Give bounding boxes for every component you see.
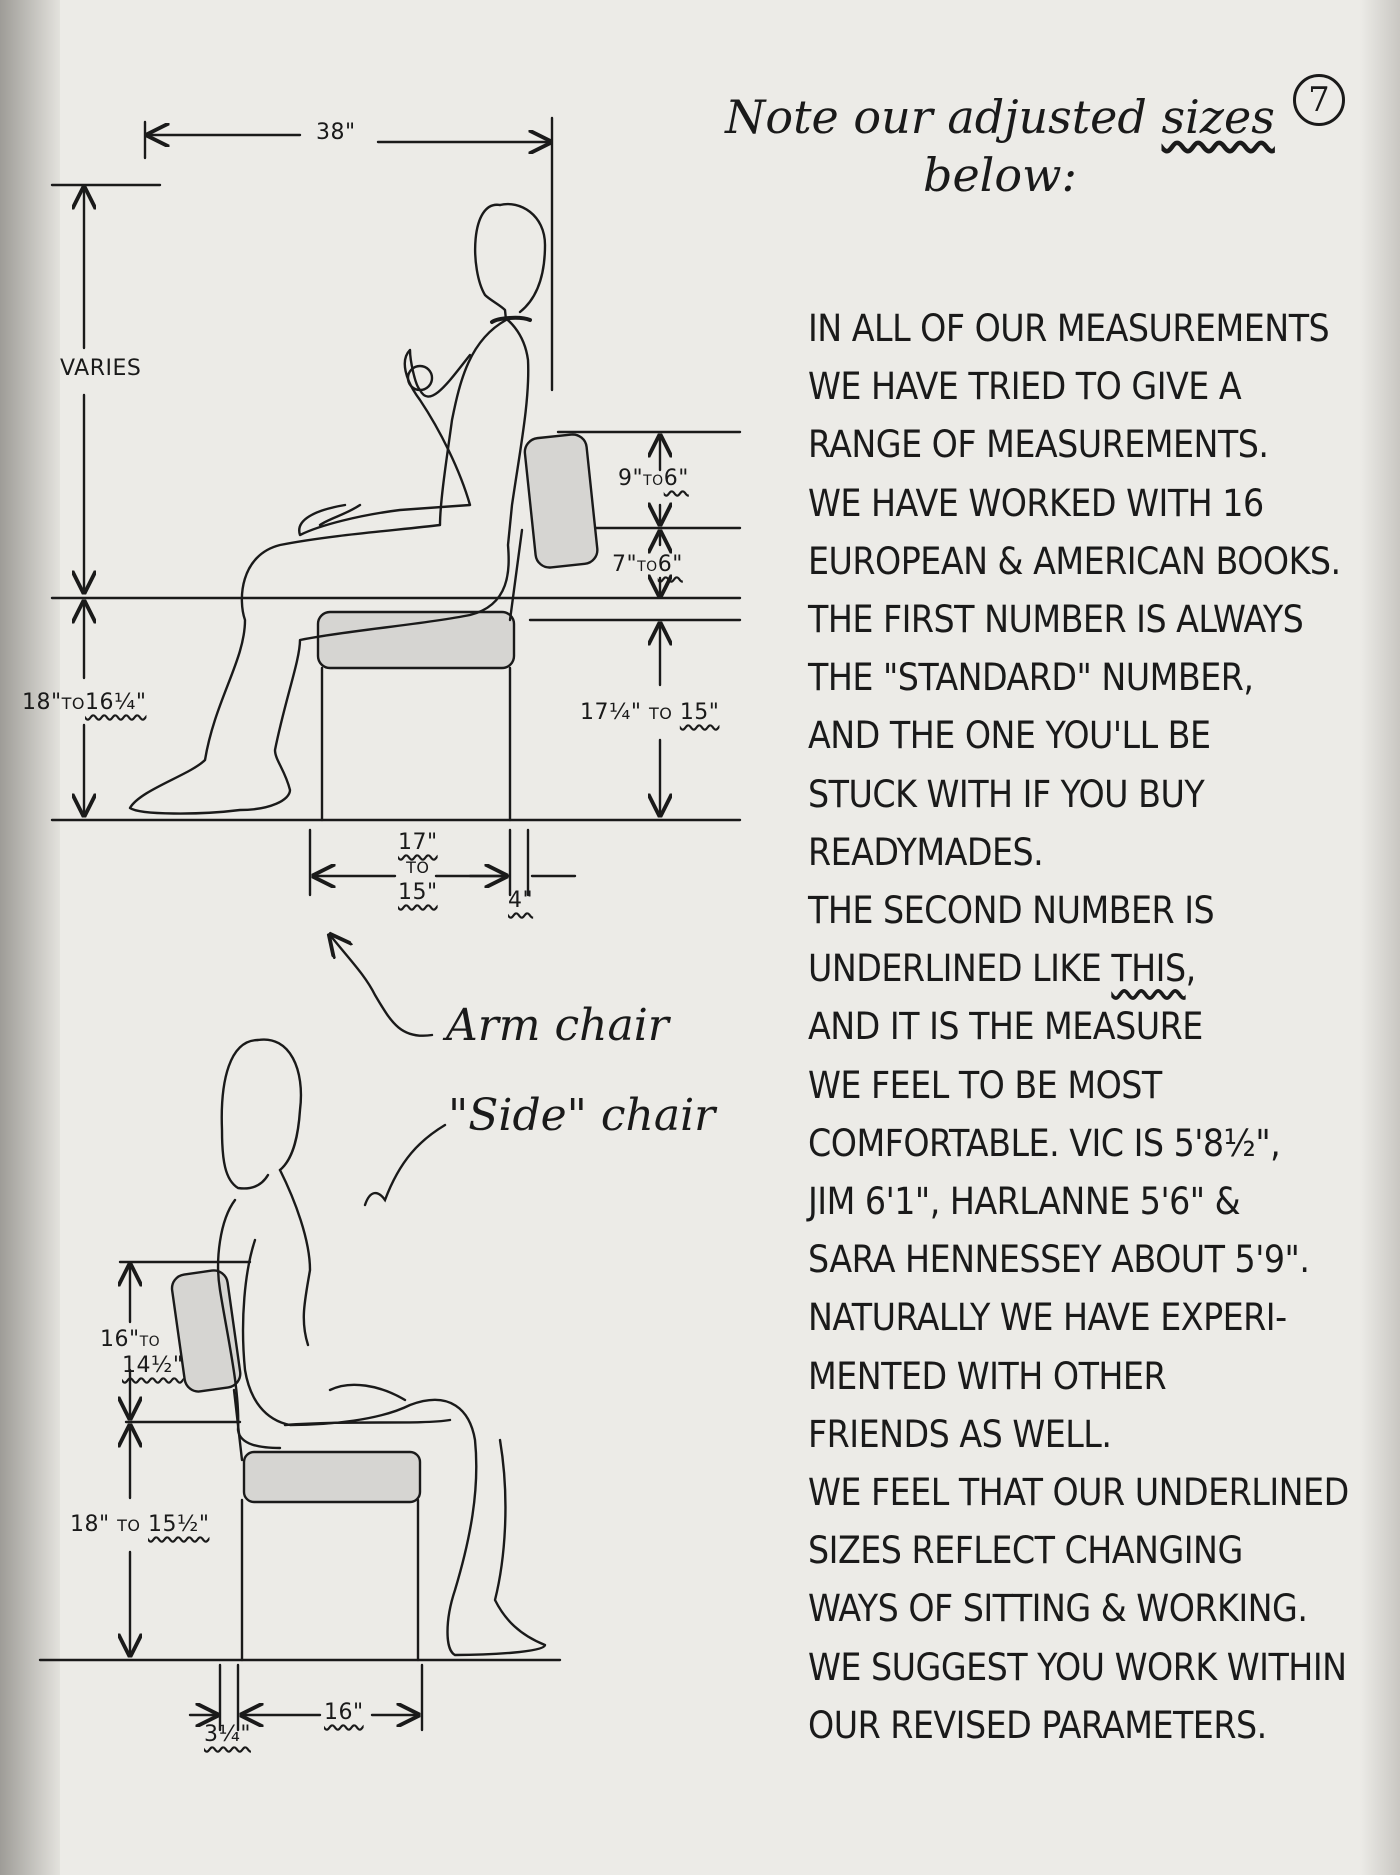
standard-value: 7": [612, 552, 638, 577]
body-line: OUR REVISED PARAMETERS.: [808, 1703, 1267, 1747]
heading-line-2: below:: [923, 148, 1077, 202]
to-word: TO: [117, 1516, 141, 1535]
standard-value: 16": [100, 1327, 140, 1352]
body-line: WE FEEL THAT OUR UNDERLINED: [808, 1471, 1349, 1515]
body-line: IN ALL of OUR MEASUREMENTS: [808, 307, 1330, 350]
body-text: IN ALL of OUR MEASUREMENTS WE HAVE TRIED …: [808, 300, 1368, 1755]
arm-chair-width-label: 38": [316, 120, 356, 145]
body-line: WAYS of SITTING & WORKING.: [808, 1587, 1308, 1631]
arm-chair-back-upper: 9"TO6": [618, 466, 689, 491]
side-chair-seat-depth: 16": [324, 1700, 364, 1725]
standard-value: 17": [398, 830, 438, 855]
adjusted-value: 6": [657, 552, 683, 577]
standard-value: 18": [22, 690, 62, 715]
body-line: WE HAVE TRIED TO GIVE A: [808, 365, 1242, 409]
heading-line-1: Note our adjusted sizes: [725, 90, 1275, 144]
page-shadow-right: [1360, 0, 1400, 1875]
body-line: SARA HENNESSEY ABOUT 5'9".: [808, 1238, 1310, 1282]
heading-underlined-word: sizes: [1161, 90, 1275, 144]
arm-chair-varies-label: VARIES: [60, 356, 142, 381]
side-chair-back-height: 16"TO 14½": [100, 1328, 183, 1378]
body-line: WE SUGGEST YOU WORK WITHIN: [808, 1645, 1347, 1689]
callout-arrows: [330, 935, 447, 1207]
body-line: JIM 6'1", HARLANNE 5'6" &: [808, 1180, 1241, 1224]
body-line: SIZES REFLECT CHANGING: [808, 1529, 1243, 1573]
arm-chair-callout: Arm chair: [446, 1000, 669, 1051]
body-line: MENTED WITH OTHER: [808, 1354, 1167, 1398]
standard-value: 9": [618, 466, 644, 491]
to-word: TO: [61, 694, 85, 713]
body-line: NATURALLY WE HAVE EXPERI-: [808, 1296, 1287, 1340]
body-line: WE HAVE WORKED WITH 16: [808, 481, 1264, 525]
side-chair-back-offset: 3¼": [204, 1722, 251, 1747]
to-word: TO: [643, 473, 664, 489]
adjusted-value: 15": [398, 880, 438, 905]
arm-chair-seat-depth: 17" TO 15": [398, 828, 438, 908]
page-number: 7: [1293, 74, 1345, 126]
page-shadow-left: [0, 0, 60, 1875]
adjusted-value: 16¼": [85, 690, 147, 715]
body-line: THE "STANDARD" NUMBER,: [808, 656, 1254, 700]
side-chair-callout: "Side" chair: [448, 1090, 716, 1141]
body-line: AND IT IS THE MEASURE: [808, 1005, 1203, 1049]
standard-value: 17¼": [580, 700, 642, 725]
adjusted-value: 14½": [122, 1353, 184, 1378]
heading: Note our adjusted sizes below:: [720, 88, 1280, 204]
adjusted-value: 15": [679, 700, 720, 725]
to-word: TO: [406, 858, 430, 877]
arm-chair-back-offset: 4": [508, 888, 534, 913]
side-chair-figure: [38, 1038, 562, 1732]
standard-value: 18": [70, 1512, 110, 1537]
to-word: TO: [637, 559, 658, 575]
body-line: THE FIRST NUMBER IS ALWAYS: [808, 598, 1304, 642]
body-line: FRIENDS AS WELL.: [808, 1412, 1112, 1456]
body-line: RANGE of MEASUREMENTS.: [808, 423, 1269, 467]
arm-chair-seat-height-left: 18"TO16¼": [22, 690, 146, 715]
arm-chair-figure: [50, 116, 742, 897]
body-line: STUCK WITH IF YOU BUY: [808, 772, 1205, 816]
body-line: THE SECOND NUMBER IS: [808, 889, 1215, 933]
body-line: UNDERLINED LIKE THIS,: [808, 947, 1196, 991]
to-word: TO: [139, 1334, 161, 1350]
side-chair-seat-height: 18" TO 15½": [70, 1512, 209, 1537]
adjusted-value: 15½": [148, 1512, 210, 1537]
body-line: WE FEEL TO BE MOST: [808, 1063, 1162, 1107]
underline-example: THIS: [1111, 947, 1186, 991]
to-word: TO: [648, 704, 673, 723]
body-line: AND THE ONE YOU'LL BE: [808, 714, 1211, 758]
arm-chair-back-lower: 7"TO6": [612, 552, 683, 577]
body-line: EUROPEAN & AMERICAN BOOKS.: [808, 539, 1341, 583]
body-line: COMFORTABLE. VIC IS 5'8½",: [808, 1121, 1281, 1165]
adjusted-value: 6": [663, 466, 689, 491]
arm-chair-seat-height-right: 17¼" TO 15": [580, 700, 719, 725]
body-line: READYMADES.: [808, 830, 1044, 874]
